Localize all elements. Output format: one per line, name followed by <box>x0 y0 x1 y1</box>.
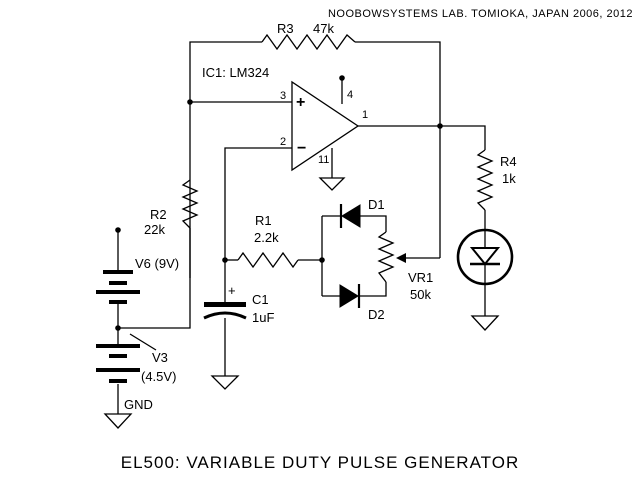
r3-value: 47k <box>313 21 334 36</box>
battery-v3 <box>96 344 140 383</box>
terminal-v6-top <box>115 227 121 233</box>
r3-name: R3 <box>277 21 294 36</box>
capacitor-c1 <box>203 296 247 320</box>
junction-capacitor <box>222 257 228 263</box>
schematic-title: EL500: VARIABLE DUTY PULSE GENERATOR <box>121 453 520 472</box>
pin-11-label: 11 <box>318 154 329 166</box>
junction-dots <box>115 75 443 331</box>
diode-d2 <box>339 284 361 308</box>
r1-value: 2.2k <box>254 230 279 245</box>
ground-icon-led <box>470 315 500 331</box>
v6-label: V6 (9V) <box>135 256 179 271</box>
r2-name: R2 <box>150 207 167 222</box>
pin-4-label: 4 <box>347 89 353 101</box>
junction-pin3 <box>187 99 193 105</box>
resistor-r2 <box>181 179 199 229</box>
v3-value: (4.5V) <box>141 369 176 384</box>
r1-name: R1 <box>255 213 272 228</box>
junction-diodes <box>319 257 325 263</box>
led <box>456 228 514 286</box>
resistor-r3 <box>261 33 356 51</box>
ground-icon-capacitor <box>210 375 240 390</box>
junction-output <box>437 123 443 129</box>
c1-polarity: + <box>228 283 236 298</box>
inverting-sign: − <box>297 140 306 157</box>
v3-name: V3 <box>152 350 168 365</box>
vr1-value: 50k <box>410 287 431 302</box>
vr1-name: VR1 <box>408 270 433 285</box>
ic-label: IC1: LM324 <box>202 65 269 80</box>
d1-name: D1 <box>368 197 385 212</box>
noninverting-sign: + <box>296 94 305 111</box>
pin-3-label: 3 <box>280 90 286 102</box>
r2-value: 22k <box>144 222 165 237</box>
r4-value: 1k <box>502 171 516 186</box>
vr1-wiper-arrow <box>396 253 440 263</box>
junction-midpoint <box>115 325 121 331</box>
header-credit: NOOBOWSYSTEMS LAB. TOMIOKA, JAPAN 2006, … <box>328 8 633 20</box>
diode-d1 <box>339 204 361 228</box>
c1-name: C1 <box>252 292 269 307</box>
potentiometer-vr1 <box>377 231 395 283</box>
resistor-r1 <box>237 251 299 269</box>
ground-icon-opamp <box>318 177 346 191</box>
d2-name: D2 <box>368 307 385 322</box>
pin-2-label: 2 <box>280 136 286 148</box>
pin-1-label: 1 <box>362 109 368 121</box>
opamp-lm324 <box>291 80 360 172</box>
battery-v6 <box>96 270 140 304</box>
gnd-label: GND <box>124 397 153 412</box>
ground-icon-battery <box>103 413 133 429</box>
c1-value: 1uF <box>252 310 274 325</box>
wires <box>117 41 486 414</box>
r4-name: R4 <box>500 154 517 169</box>
terminal-pin4-supply <box>339 75 345 81</box>
resistor-r4 <box>476 149 494 211</box>
